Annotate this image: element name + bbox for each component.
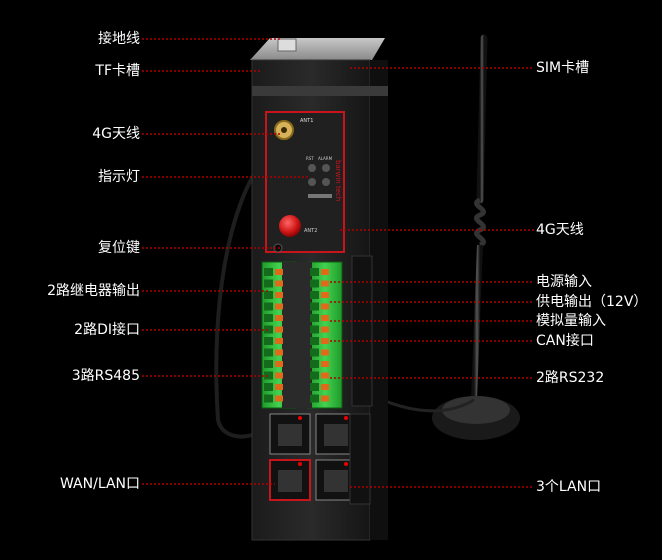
label-relay-output: 2路继电器输出 xyxy=(47,283,140,299)
reset-button xyxy=(279,215,301,237)
terminal-wire-slot xyxy=(321,269,329,275)
terminal-wire-slot xyxy=(321,280,329,287)
label-indicator: 指示灯 xyxy=(98,169,140,185)
terminal-screw xyxy=(310,371,319,380)
terminal-wire-slot xyxy=(321,372,329,379)
terminal-blocks xyxy=(261,261,343,409)
svg-text:ALARM: ALARM xyxy=(318,156,333,161)
terminal-wire-slot xyxy=(275,395,283,402)
terminal-wire-slot xyxy=(275,315,283,321)
terminal-screw xyxy=(264,360,273,368)
terminal-wire-slot xyxy=(275,280,283,287)
terminal-wire-slot xyxy=(275,292,283,298)
label-ground-wire: 接地线 xyxy=(98,31,140,47)
svg-text:RST: RST xyxy=(306,156,314,161)
terminal-screw xyxy=(264,325,273,334)
terminal-wire-slot xyxy=(321,361,329,367)
terminal-screw xyxy=(264,279,273,288)
label-reset-key: 复位键 xyxy=(98,240,140,256)
terminal-screw xyxy=(264,291,273,299)
terminal-screw xyxy=(310,268,319,276)
terminal-screw xyxy=(310,348,319,357)
terminal-screw xyxy=(264,371,273,380)
terminal-screw xyxy=(264,302,273,311)
label-wan-lan: WAN/LAN口 xyxy=(59,476,140,492)
terminal-screw xyxy=(310,291,319,299)
terminal-wire-slot xyxy=(321,338,329,344)
terminal-screw xyxy=(264,337,273,345)
terminal-screw xyxy=(310,337,319,345)
indicator-leds: RST ALARM xyxy=(306,156,333,198)
terminal-screw xyxy=(264,394,273,403)
label-power-input: 电源输入 xyxy=(536,274,592,290)
label-rs232: 2路RS232 xyxy=(536,370,605,386)
terminal-screw xyxy=(264,268,273,276)
terminal-wire-slot xyxy=(275,269,283,275)
terminal-wire-slot xyxy=(275,338,283,344)
terminal-screw xyxy=(310,394,319,403)
label-4g-antenna-left: 4G天线 xyxy=(92,126,140,142)
terminal-wire-slot xyxy=(321,326,329,333)
ethernet-ports xyxy=(269,413,357,501)
terminal-wire-slot xyxy=(275,372,283,379)
terminal-wire-slot xyxy=(275,349,283,356)
terminal-wire-slot xyxy=(321,315,329,321)
whip-antenna xyxy=(359,34,520,440)
label-di-port: 2路DI接口 xyxy=(74,322,140,338)
antenna-cable xyxy=(214,138,284,439)
terminal-screw xyxy=(310,302,319,311)
terminal-screw xyxy=(310,325,319,334)
brand-text: barwin tech xyxy=(334,160,342,201)
terminal-wire-slot xyxy=(321,384,329,390)
label-analog-input: 模拟量输入 xyxy=(536,313,606,329)
terminal-wire-slot xyxy=(275,361,283,367)
label-sim-slot: SIM卡槽 xyxy=(536,60,590,76)
terminal-screw xyxy=(264,348,273,357)
leader-lines xyxy=(142,38,534,488)
terminal-wire-slot xyxy=(321,303,329,310)
terminal-wire-slot xyxy=(321,395,329,402)
terminal-wire-slot xyxy=(321,292,329,298)
terminal-screw xyxy=(264,383,273,391)
terminal-screw xyxy=(264,314,273,322)
label-4g-antenna-right: 4G天线 xyxy=(536,222,584,238)
terminal-wire-slot xyxy=(275,384,283,390)
terminal-screw xyxy=(310,279,319,288)
label-tf-slot: TF卡槽 xyxy=(95,63,140,79)
terminal-screw xyxy=(310,360,319,368)
label-power-output: 供电输出（12V） xyxy=(536,294,648,310)
svg-text:ANT2: ANT2 xyxy=(304,228,317,234)
label-lan-3: 3个LAN口 xyxy=(536,479,602,495)
terminal-wire-slot xyxy=(321,349,329,356)
terminal-screw xyxy=(310,383,319,391)
label-can-port: CAN接口 xyxy=(536,333,594,349)
terminal-wire-slot xyxy=(275,303,283,310)
terminal-screw xyxy=(310,314,319,322)
terminal-wire-slot xyxy=(275,326,283,333)
label-rs485: 3路RS485 xyxy=(71,368,140,384)
svg-text:ANT1: ANT1 xyxy=(300,118,313,124)
